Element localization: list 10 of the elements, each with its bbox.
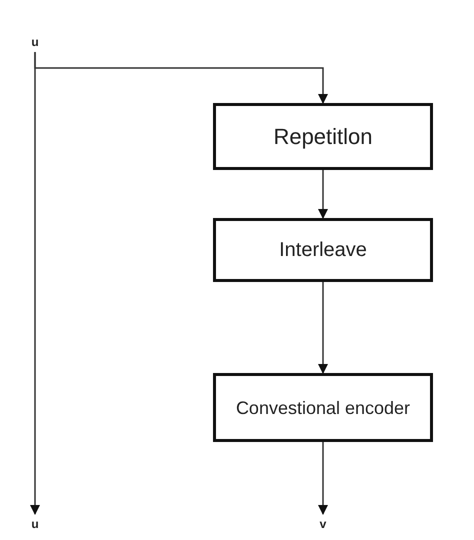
arrow bbox=[30, 52, 40, 515]
arrow bbox=[318, 170, 328, 219]
process-box: Interleave bbox=[213, 218, 433, 282]
process-box: Repetitlon bbox=[213, 103, 433, 170]
signal-label: v bbox=[313, 514, 333, 534]
process-box: Convestional encoder bbox=[213, 373, 433, 442]
arrow bbox=[318, 442, 328, 515]
signal-label: u bbox=[25, 514, 45, 534]
arrow bbox=[318, 282, 328, 374]
signal-label: u bbox=[25, 32, 45, 52]
